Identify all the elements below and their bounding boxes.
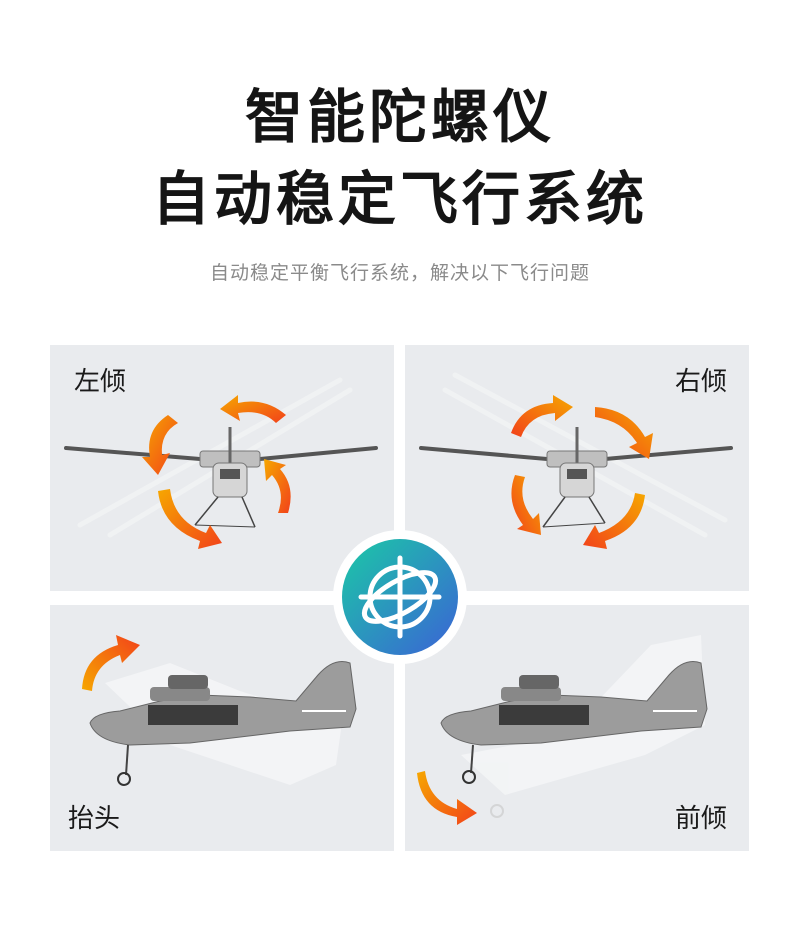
gyroscope-icon — [342, 539, 458, 655]
label-pitch-down: 前倾 — [674, 804, 727, 834]
rotation-arrows — [142, 395, 291, 549]
title-line-2: 自动稳定飞行系统 — [151, 165, 648, 233]
label-pitch-up: 抬头 — [68, 804, 121, 834]
plane-side-view — [89, 661, 357, 786]
pitch-up-illustration — [82, 635, 357, 786]
pitch-down-illustration — [417, 635, 708, 825]
label-roll-left: 左倾 — [74, 367, 127, 397]
plane-front-view — [419, 427, 733, 528]
pitch-arrow — [82, 635, 140, 691]
panel-pitch-up: 抬头 — [50, 605, 394, 851]
pitch-arrow — [417, 771, 477, 825]
rotation-arrows — [511, 395, 653, 549]
panel-roll-left: 左倾 — [50, 345, 394, 591]
title-line-1: 智能陀螺仪 — [244, 83, 555, 151]
roll-left-illustration — [64, 377, 378, 549]
gyroscope-badge — [333, 530, 467, 664]
ghost-plane — [461, 635, 705, 818]
plane-side-view — [440, 661, 708, 784]
subtitle: 自动稳定平衡飞行系统，解决以下飞行问题 — [209, 262, 590, 284]
plane-front-view — [64, 427, 378, 528]
panel-pitch-down: 前倾 — [405, 605, 749, 851]
panel-roll-right: 右倾 — [405, 345, 749, 591]
roll-right-illustration — [419, 372, 733, 549]
label-roll-right: 右倾 — [674, 367, 727, 397]
